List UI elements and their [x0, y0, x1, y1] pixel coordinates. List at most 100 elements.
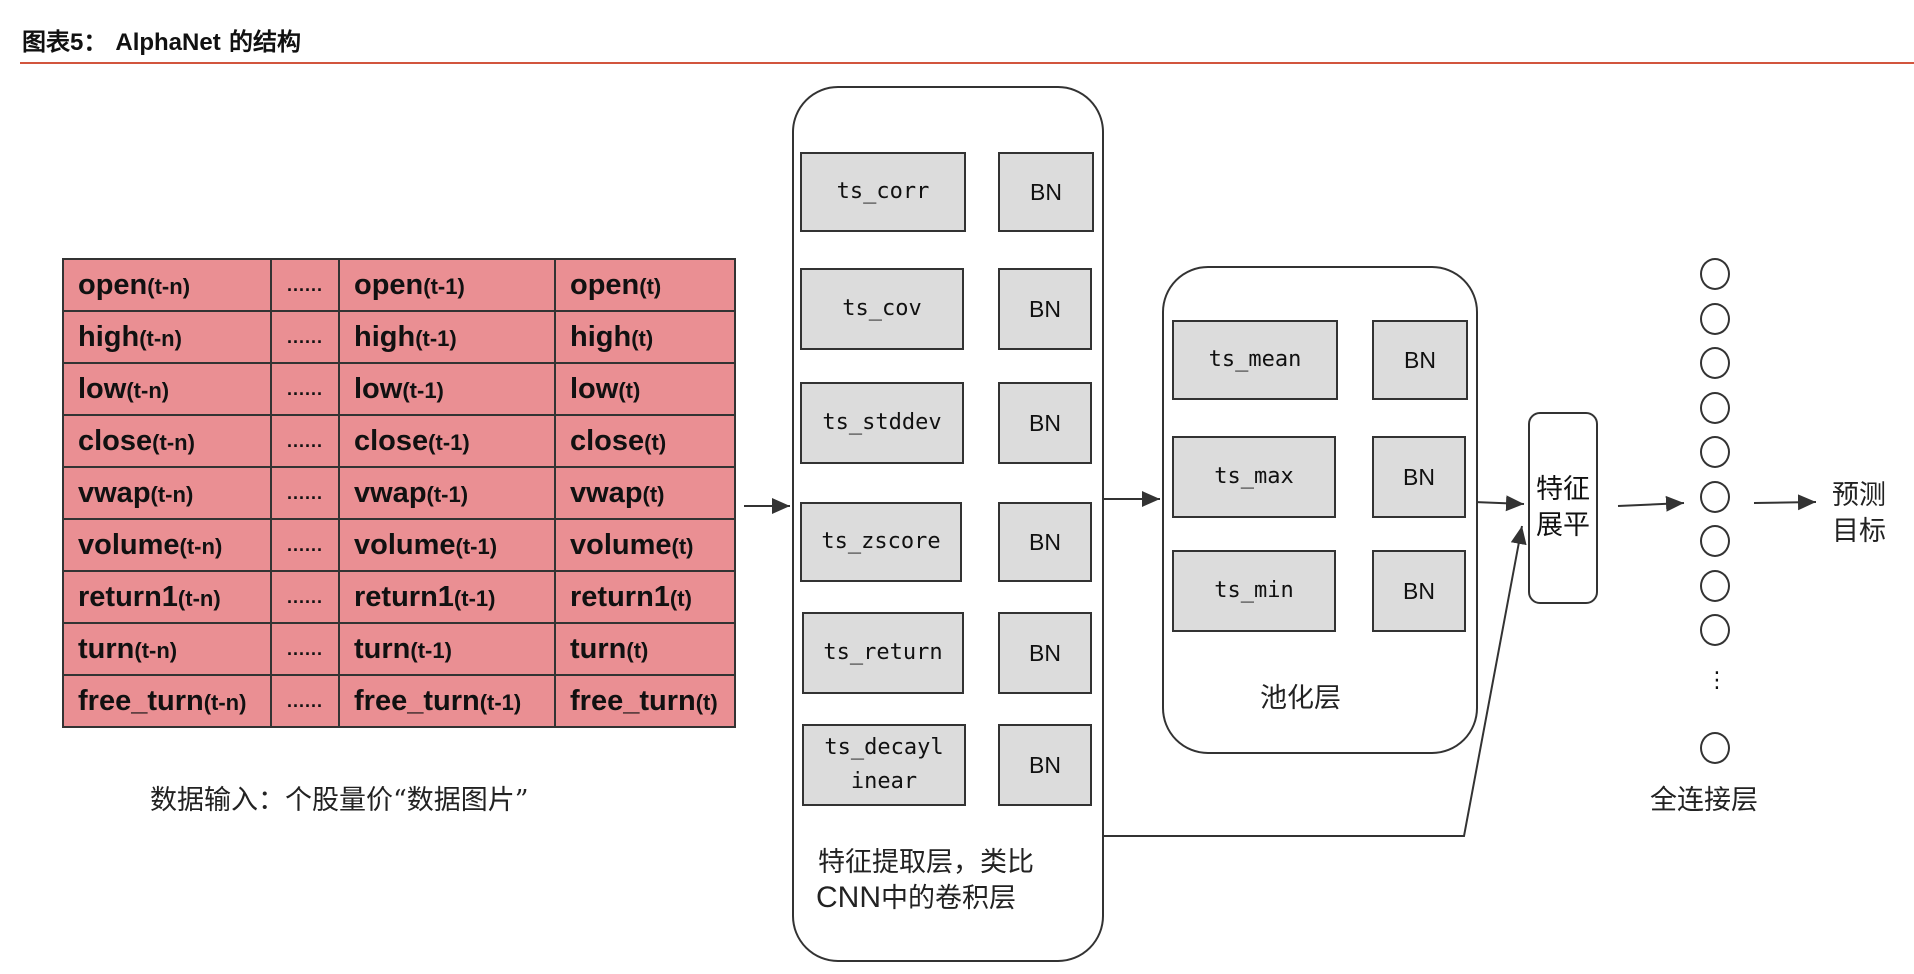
- grid-cell-field: free_turn: [570, 684, 696, 717]
- grid-row: low(t-n)......low(t-1)low(t): [62, 362, 736, 416]
- grid-cell: return1(t-1): [338, 570, 556, 624]
- grid-cell: low(t-1): [338, 362, 556, 416]
- grid-cell-field: close: [78, 424, 153, 457]
- arrow-dense-to-target: [1753, 494, 1817, 511]
- op-box-ts-max: ts_max: [1172, 436, 1336, 518]
- feature-caption-cnn: CNN: [816, 881, 881, 914]
- neuron-node: [1700, 569, 1730, 602]
- grid-cell: turn(t-1): [338, 622, 556, 676]
- bn-box: BN: [1372, 550, 1466, 632]
- grid-cell-field: return1: [354, 580, 454, 613]
- grid-cell: high(t): [554, 310, 736, 364]
- neuron-node: [1700, 436, 1730, 468]
- grid-cell-time: (t): [669, 585, 692, 611]
- grid-cell-time: (t): [695, 689, 718, 715]
- grid-cell: vwap(t): [554, 466, 736, 520]
- arrow-pool-to-flatten: [1473, 495, 1525, 512]
- grid-cell: open(t-1): [338, 258, 556, 312]
- input-caption: 数据输入：个股量价“数据图片”: [150, 785, 529, 816]
- grid-cell: high(t-n): [62, 310, 272, 364]
- grid-row: free_turn(t-n)......free_turn(t-1)free_t…: [62, 674, 736, 728]
- grid-cell-time: (t-1): [453, 585, 496, 611]
- grid-cell-ellipsis: ......: [270, 362, 340, 416]
- neuron-node: [1700, 302, 1730, 335]
- grid-row: volume(t-n)......volume(t-1)volume(t): [62, 518, 736, 572]
- grid-cell-time: (t-1): [479, 689, 522, 715]
- bn-box: BN: [998, 152, 1094, 232]
- grid-cell-time: (t-1): [415, 325, 457, 351]
- grid-cell-time: (t-1): [455, 533, 498, 559]
- grid-cell-time: (t-n): [134, 637, 178, 663]
- grid-cell: volume(t-1): [338, 518, 556, 572]
- grid-cell-field: high: [78, 320, 140, 353]
- grid-cell: free_turn(t-n): [62, 674, 272, 728]
- grid-cell-field: high: [570, 320, 632, 353]
- grid-cell-ellipsis: ......: [270, 674, 340, 728]
- title-divider: [20, 62, 1914, 64]
- grid-cell-field: free_turn: [78, 684, 204, 717]
- grid-cell: volume(t): [554, 518, 736, 572]
- grid-cell-time: (t-1): [423, 273, 465, 299]
- grid-cell-field: open: [570, 268, 640, 301]
- grid-cell-time: (t-n): [152, 429, 195, 455]
- grid-cell-time: (t): [618, 377, 641, 403]
- flatten-line2: 展平: [1536, 510, 1590, 541]
- grid-cell-time: (t-n): [203, 689, 247, 715]
- target-line1: 预测: [1832, 480, 1886, 511]
- figure-prefix: 图表: [22, 28, 70, 56]
- grid-cell: open(t-n): [62, 258, 272, 312]
- grid-cell-field: turn: [78, 632, 135, 665]
- grid-cell-time: (t): [642, 481, 665, 507]
- op-box-ts-min: ts_min: [1172, 550, 1336, 632]
- neuron-node: [1700, 525, 1730, 557]
- bn-box: BN: [998, 724, 1092, 806]
- op-box-ts-decaylinear: ts_decayl inear: [802, 724, 966, 806]
- flatten-box: 特征展平: [1528, 412, 1598, 604]
- feature-caption-rest: 中的卷积层: [881, 883, 1016, 914]
- feature-caption-line2: CNN中的卷积层: [816, 876, 1016, 915]
- grid-cell: low(t-n): [62, 362, 272, 416]
- grid-cell-ellipsis: ......: [270, 310, 340, 364]
- neuron-node: [1700, 391, 1730, 424]
- target-line2: 目标: [1832, 516, 1886, 547]
- grid-cell-time: (t): [671, 533, 694, 559]
- neuron-node: [1700, 258, 1730, 290]
- bn-box: BN: [998, 382, 1092, 464]
- feature-caption-line1: 特征提取层，类比: [818, 847, 1034, 878]
- grid-cell-time: (t-n): [139, 325, 182, 351]
- grid-cell-field: low: [78, 372, 127, 405]
- op-box-ts-zscore: ts_zscore: [800, 502, 962, 582]
- grid-cell-ellipsis: ......: [270, 622, 340, 676]
- pool-caption: 池化层: [1260, 683, 1341, 714]
- grid-row: vwap(t-n)......vwap(t-1)vwap(t): [62, 466, 736, 520]
- grid-cell-ellipsis: ......: [270, 414, 340, 468]
- grid-cell: close(t): [554, 414, 736, 468]
- arrow-flatten-to-dense: [1617, 495, 1685, 512]
- bn-box: BN: [1372, 436, 1466, 518]
- op-box-ts-mean: ts_mean: [1172, 320, 1338, 400]
- grid-cell-field: vwap: [354, 476, 427, 509]
- figure-number: 5：: [70, 29, 108, 56]
- grid-cell: free_turn(t): [554, 674, 736, 728]
- grid-cell-field: low: [570, 372, 619, 405]
- grid-cell-time: (t-1): [410, 637, 452, 663]
- grid-cell: vwap(t-n): [62, 466, 272, 520]
- grid-cell: volume(t-n): [62, 518, 272, 572]
- grid-cell-field: high: [354, 320, 416, 353]
- grid-cell: close(t-n): [62, 414, 272, 468]
- bn-box: BN: [998, 268, 1092, 350]
- grid-cell: open(t): [554, 258, 736, 312]
- op-box-ts-corr: ts_corr: [800, 152, 966, 232]
- grid-cell: free_turn(t-1): [338, 674, 556, 728]
- neuron-node: [1700, 347, 1730, 379]
- neuron-node: [1700, 480, 1730, 513]
- grid-cell-time: (t-n): [177, 585, 221, 611]
- grid-cell-field: low: [354, 372, 403, 405]
- dense-ellipsis: ⋮: [1706, 668, 1728, 693]
- op-box-ts-cov: ts_cov: [800, 268, 964, 350]
- grid-cell-field: return1: [78, 580, 178, 613]
- neuron-node: [1700, 614, 1730, 646]
- grid-cell: close(t-1): [338, 414, 556, 468]
- grid-cell-time: (t): [631, 325, 654, 351]
- flatten-line1: 特征: [1536, 474, 1590, 505]
